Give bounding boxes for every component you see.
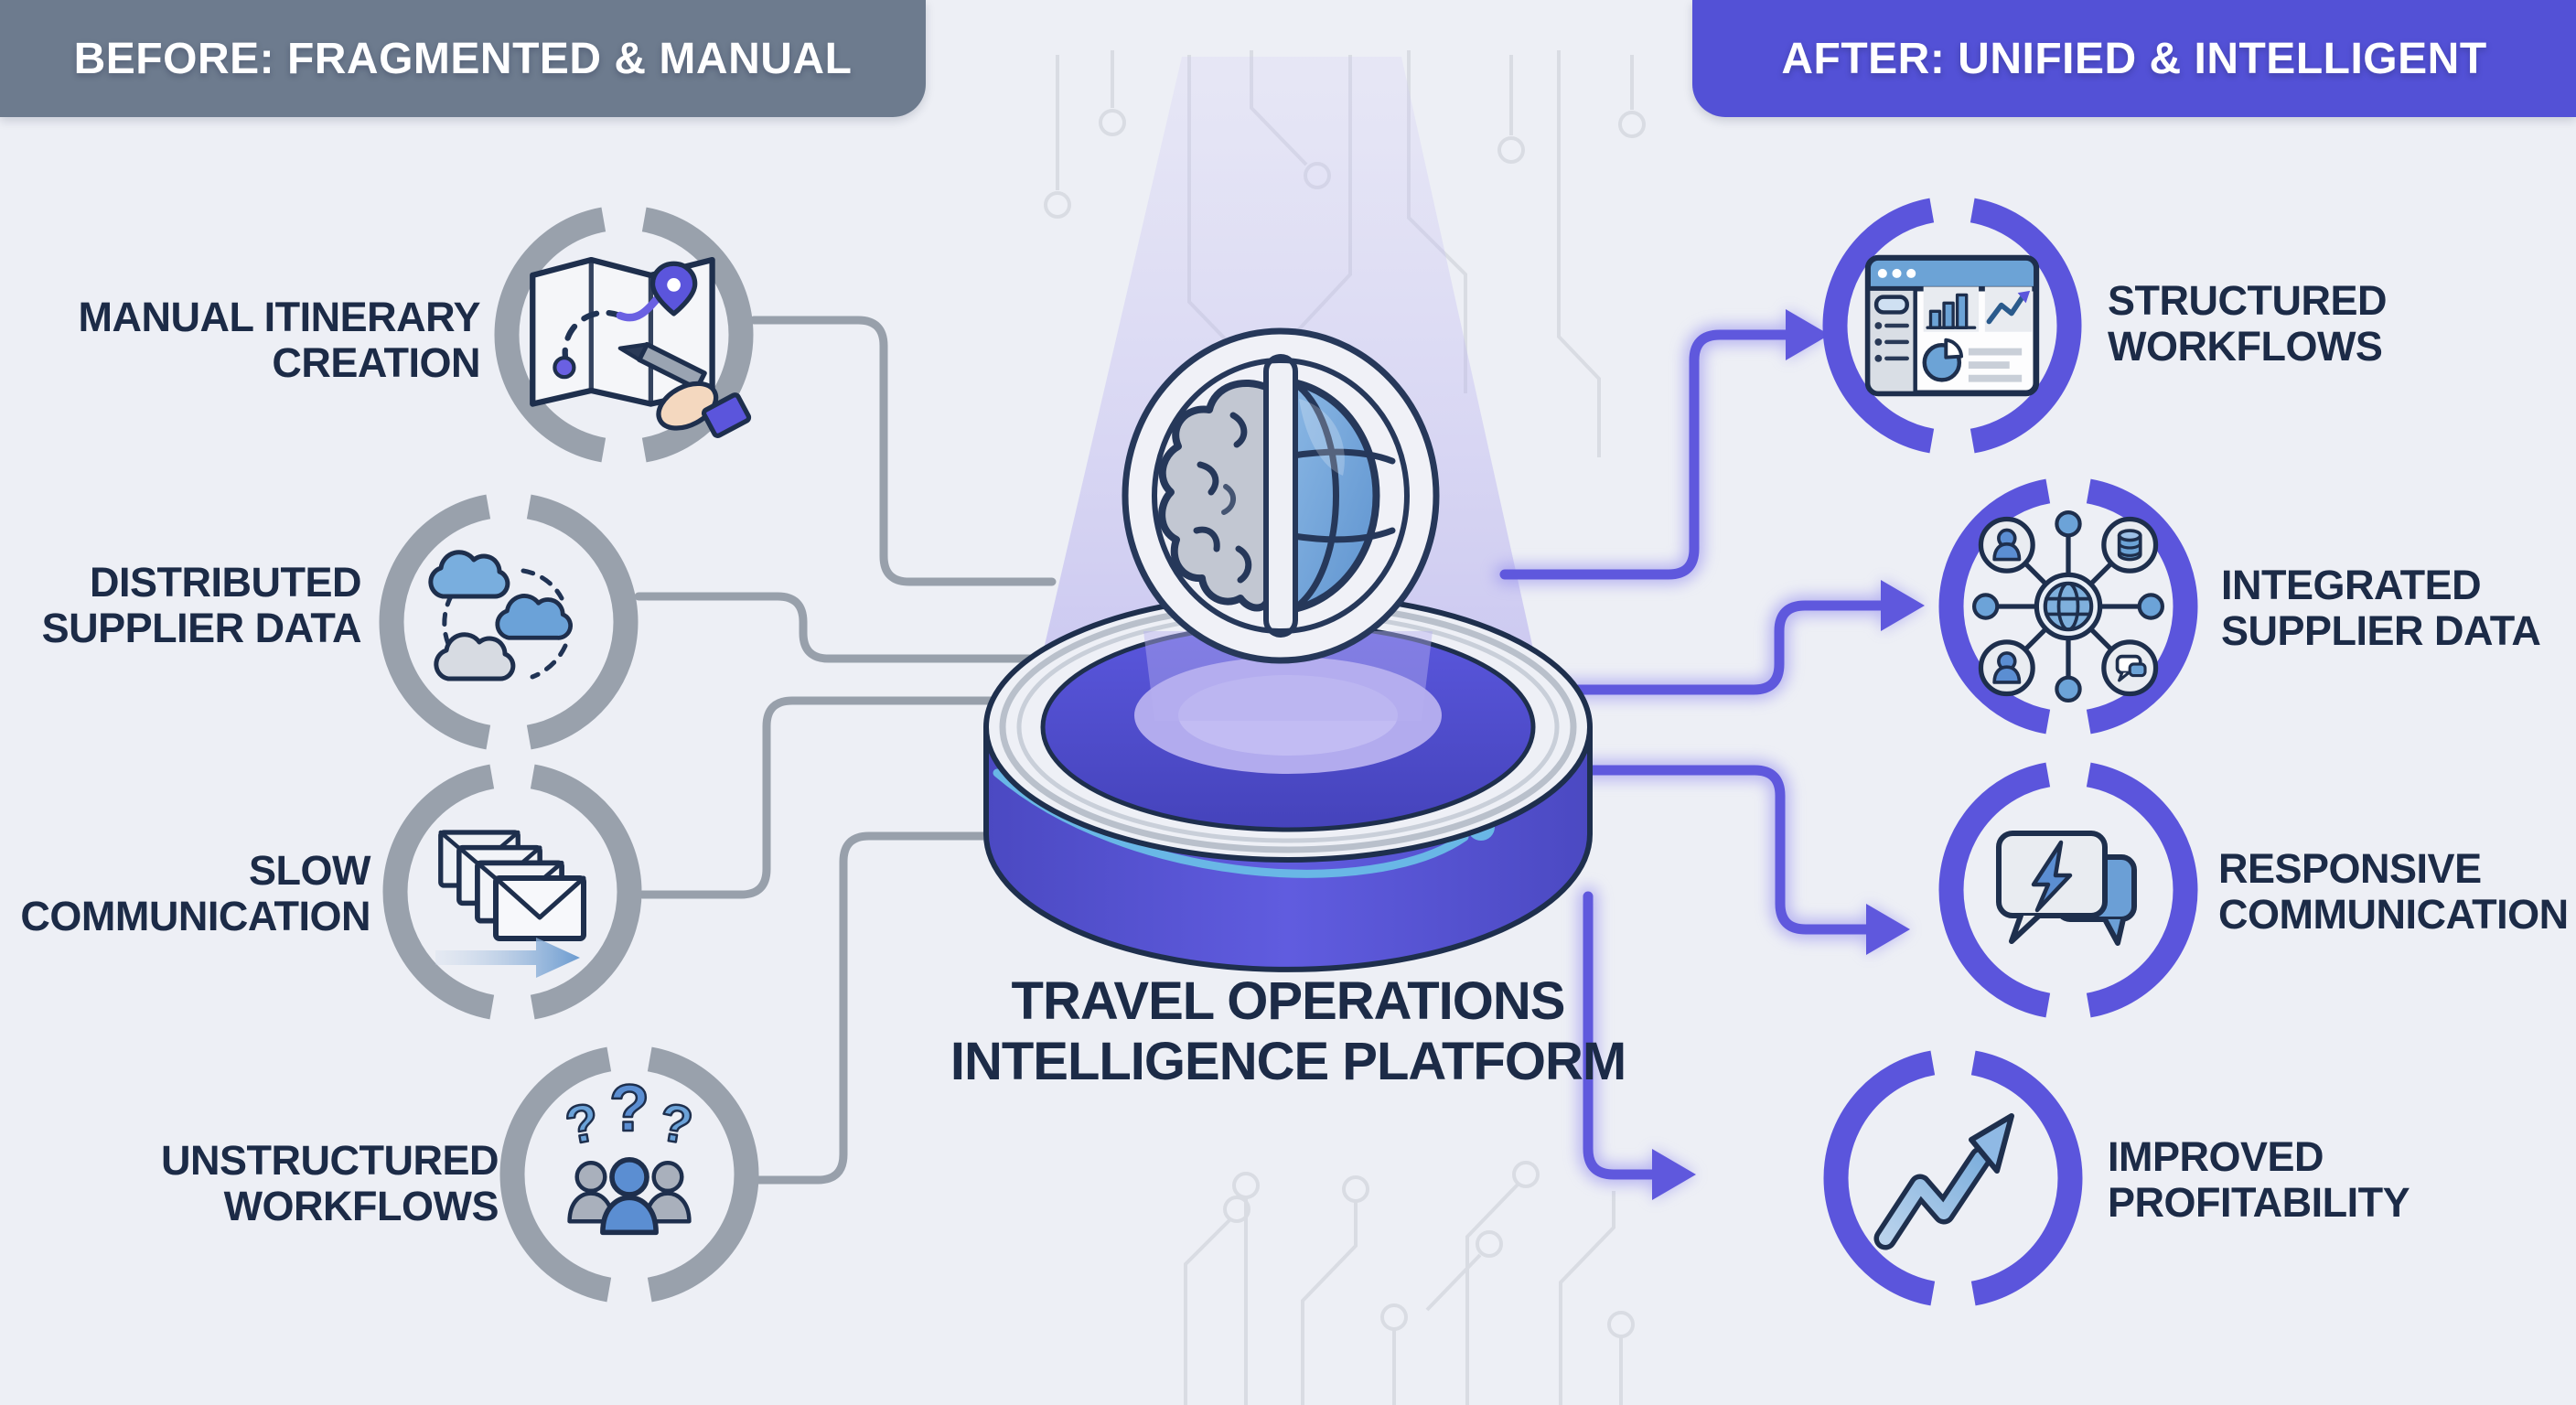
label-improved-profitability: IMPROVED PROFITABILITY	[2108, 1134, 2410, 1226]
label-slow-communication: SLOW COMMUNICATION	[20, 848, 370, 939]
dashboard-charts-icon	[1864, 254, 2040, 397]
label-line: PROFITABILITY	[2108, 1179, 2410, 1226]
label-line: CREATION	[272, 339, 480, 386]
label-line: COMMUNICATION	[20, 893, 370, 939]
scattered-clouds-icon	[428, 550, 573, 681]
label-line: SUPPLIER DATA	[41, 605, 362, 651]
label-line: COMMUNICATION	[2218, 891, 2569, 938]
label-line: DISTRIBUTED	[90, 559, 362, 606]
banner-after-label: AFTER: UNIFIED & INTELLIGENT	[1781, 34, 2487, 83]
label-line: SUPPLIER DATA	[2221, 607, 2541, 654]
label-line: SLOW	[249, 847, 370, 894]
connector-distributed-data	[634, 592, 1047, 663]
before-circle-unstructured-workflows: ? ? ?	[499, 1045, 759, 1304]
globe-half-icon	[1290, 379, 1396, 613]
label-line: IMPROVED	[2108, 1133, 2324, 1180]
connector-manual-itinerary	[749, 316, 1057, 586]
hologram-projection	[1143, 631, 1433, 721]
label-integrated-supplier-data: INTEGRATED SUPPLIER DATA	[2221, 562, 2541, 654]
growth-zigzag-arrow-icon	[1873, 1113, 2014, 1250]
arrow-structured-workflows	[1499, 329, 1791, 580]
svg-text:?: ?	[562, 1092, 604, 1156]
label-distributed-supplier-data: DISTRIBUTED SUPPLIER DATA	[41, 559, 362, 651]
arrow-improved-profitability	[1583, 891, 1658, 1180]
label-responsive-communication: RESPONSIVE COMMUNICATION	[2218, 846, 2569, 938]
banner-after: AFTER: UNIFIED & INTELLIGENT	[1692, 0, 2576, 117]
people-question-marks-icon: ? ? ?	[560, 1071, 698, 1236]
arrow-heads	[1652, 309, 1925, 1200]
before-circle-slow-communication	[382, 762, 642, 1022]
after-circle-responsive-communication	[1938, 760, 2198, 1020]
network-hub-globe-icon	[1972, 510, 2164, 702]
label-structured-workflows: STRUCTURED WORKFLOWS	[2108, 277, 2388, 370]
after-circle-integrated-data	[1938, 477, 2198, 736]
label-line: WORKFLOWS	[223, 1183, 499, 1229]
before-circle-distributed-data	[379, 492, 639, 752]
label-line: MANUAL ITINERARY	[78, 294, 481, 340]
after-arrows	[1495, 309, 1925, 1200]
brain-globe-hologram	[1122, 327, 1440, 664]
label-line: RESPONSIVE	[2218, 845, 2482, 892]
stacked-envelopes-arrow-icon	[435, 830, 586, 978]
before-circle-manual-itinerary	[494, 205, 754, 465]
brain-half-icon	[1158, 379, 1272, 612]
label-line: WORKFLOWS	[2108, 323, 2383, 370]
connector-slow-communication	[638, 696, 1011, 899]
label-unstructured-workflows: UNSTRUCTURED WORKFLOWS	[161, 1138, 499, 1229]
svg-text:?: ?	[655, 1092, 696, 1156]
banner-before: BEFORE: FRAGMENTED & MANUAL	[0, 0, 926, 117]
label-line: UNSTRUCTURED	[161, 1137, 499, 1184]
label-manual-itinerary-creation: MANUAL ITINERARY CREATION	[79, 295, 481, 386]
before-connectors	[634, 316, 1153, 1185]
circuit-pattern-bottom	[1184, 1161, 1635, 1405]
platform-title: TRAVEL OPERATIONS INTELLIGENCE PLATFORM	[876, 971, 1700, 1092]
after-circle-improved-profitability	[1823, 1048, 2083, 1308]
label-line: STRUCTURED	[2108, 277, 2388, 324]
after-circle-structured-workflows	[1822, 196, 2082, 456]
banner-before-label: BEFORE: FRAGMENTED & MANUAL	[73, 34, 853, 83]
connector-unstructured-workflows	[753, 831, 1153, 1185]
map-route-pen-icon	[530, 256, 752, 438]
arrow-responsive-communication	[1550, 765, 1872, 935]
arrow-integrated-data	[1540, 600, 1886, 695]
platform-title-line2: INTELLIGENCE PLATFORM	[950, 1032, 1626, 1091]
label-line: INTEGRATED	[2221, 562, 2482, 608]
platform-title-line1: TRAVEL OPERATIONS	[1011, 971, 1566, 1031]
svg-text:?: ?	[609, 1072, 649, 1145]
chat-lightning-icon	[1996, 831, 2137, 946]
